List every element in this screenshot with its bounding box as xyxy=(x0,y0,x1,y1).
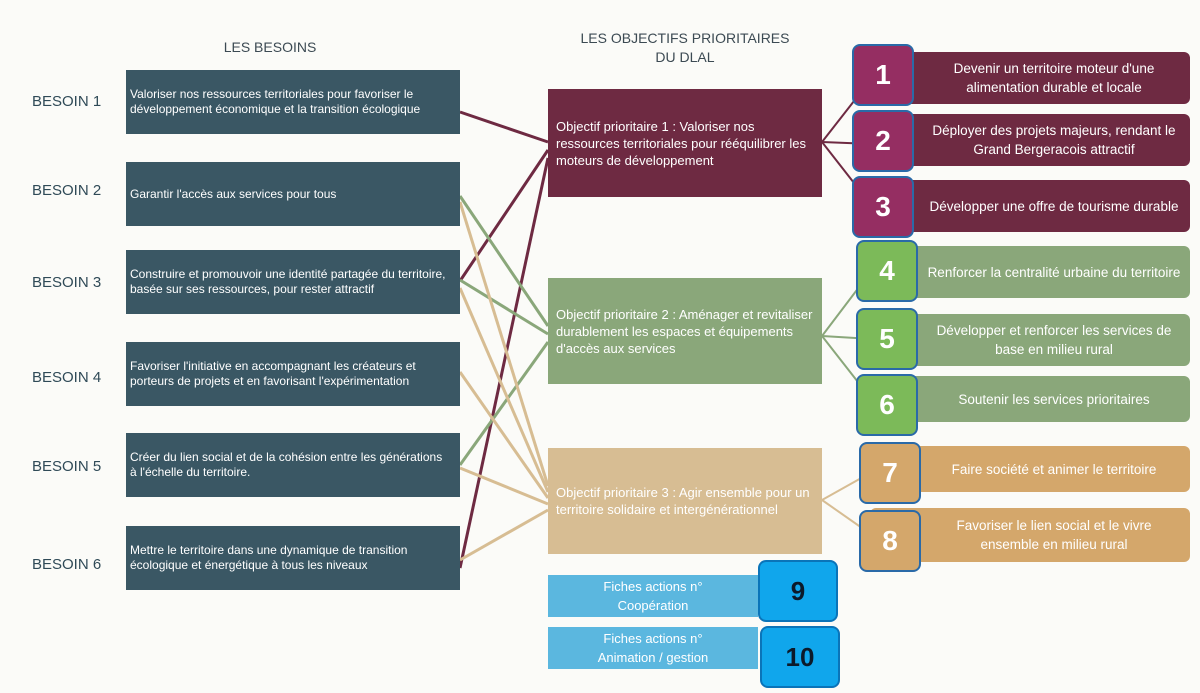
number-badge-6: 6 xyxy=(856,374,918,436)
besoin-label-1: BESOIN 1 xyxy=(32,93,102,110)
number-badge-5: 5 xyxy=(856,308,918,370)
action-box-3: Développer une offre de tourisme durable xyxy=(870,180,1190,232)
needs-header: LES BESOINS xyxy=(223,39,317,55)
fiche-box-10: Fiches actions n° Animation / gestion xyxy=(548,627,758,669)
objective-box-2: Objectif prioritaire 2 : Aménager et rev… xyxy=(548,278,822,384)
fiche-9-line1: Fiches actions n° xyxy=(603,579,703,594)
link-besoin4-objectif3 xyxy=(458,371,550,499)
action-box-5: Développer et renforcer les services de … xyxy=(870,314,1190,366)
fiche-9-line2: Coopération xyxy=(617,598,689,613)
fiche-box-9: Fiches actions n° Coopération xyxy=(548,575,758,617)
link-besoin2-objectif3 xyxy=(458,201,550,487)
besoin-text-6: Mettre le territoire dans une dynamique … xyxy=(130,543,408,572)
link-besoin5-objectif2 xyxy=(458,341,550,466)
besoin-text-1: Valoriser nos ressources territoriales p… xyxy=(130,87,421,116)
besoin-box-2: Garantir l'accès aux services pour tous xyxy=(126,162,460,226)
link-besoin5-objectif3 xyxy=(459,466,549,506)
besoin-box-4: Favoriser l'initiative en accompagnant l… xyxy=(126,342,460,406)
number-badge-7: 7 xyxy=(859,442,921,504)
link-besoin6-objectif3 xyxy=(459,508,549,562)
objective-box-1: Objectif prioritaire 1 : Valoriser nos r… xyxy=(548,89,822,197)
objective-box-3: Objectif prioritaire 3 : Agir ensemble p… xyxy=(548,448,822,554)
number-badge-1: 1 xyxy=(852,44,914,106)
number-badge-4: 4 xyxy=(856,240,918,302)
action-text-7: Faire société et animer le territoire xyxy=(951,461,1157,477)
action-box-4: Renforcer la centralité urbaine du terri… xyxy=(870,246,1190,298)
besoin-text-4: Favoriser l'initiative en accompagnant l… xyxy=(130,359,416,388)
link-besoin3-objectif3 xyxy=(458,287,550,493)
link-besoin3-objectif2 xyxy=(459,278,549,336)
link-besoin6-objectif1 xyxy=(458,157,550,569)
objective-text-1: Objectif prioritaire 1 : Valoriser nos r… xyxy=(556,118,806,168)
number-badge-3: 3 xyxy=(852,176,914,238)
link-besoin3-objectif1 xyxy=(458,149,550,282)
besoin-box-5: Créer du lien social et de la cohésion e… xyxy=(126,433,460,497)
action-box-1: Devenir un territoire moteur d'une alime… xyxy=(870,52,1190,104)
action-box-8: Favoriser le lien social et le vivre ens… xyxy=(870,508,1190,562)
besoin-label-2: BESOIN 2 xyxy=(32,182,102,199)
besoin-label-3: BESOIN 3 xyxy=(32,274,102,291)
besoin-text-5: Créer du lien social et de la cohésion e… xyxy=(130,450,443,479)
action-text-8: Favoriser le lien social et le vivre ens… xyxy=(956,518,1152,552)
fiche-number-10: 10 xyxy=(760,626,840,688)
besoin-box-1: Valoriser nos ressources territoriales p… xyxy=(126,70,460,134)
action-box-7: Faire société et animer le territoire xyxy=(870,446,1190,492)
link-besoin2-objectif2 xyxy=(458,195,550,327)
besoin-text-3: Construire et promouvoir une identité pa… xyxy=(130,267,446,296)
besoin-box-3: Construire et promouvoir une identité pa… xyxy=(126,250,460,314)
besoin-box-6: Mettre le territoire dans une dynamique … xyxy=(126,526,460,590)
link-besoin1-objectif1 xyxy=(459,110,549,144)
besoin-text-2: Garantir l'accès aux services pour tous xyxy=(130,186,337,201)
fiche-10-line1: Fiches actions n° xyxy=(603,631,703,646)
besoin-label-4: BESOIN 4 xyxy=(32,369,102,386)
besoin-label-5: BESOIN 5 xyxy=(32,458,102,475)
action-text-2: Déployer des projets majeurs, rendant le… xyxy=(932,123,1176,157)
action-text-6: Soutenir les services prioritaires xyxy=(958,391,1150,407)
objective-text-2: Objectif prioritaire 2 : Aménager et rev… xyxy=(556,306,813,356)
objectives-header-line2: DU DLAL xyxy=(655,49,715,65)
action-text-3: Développer une offre de tourisme durable xyxy=(929,198,1179,214)
action-text-5: Développer et renforcer les services de … xyxy=(936,323,1172,357)
action-text-4: Renforcer la centralité urbaine du terri… xyxy=(927,264,1181,280)
objectives-header-line1: LES OBJECTIFS PRIORITAIRES xyxy=(580,30,790,46)
fiche-number-9: 9 xyxy=(758,560,838,622)
objective-text-3: Objectif prioritaire 3 : Agir ensemble p… xyxy=(556,485,810,517)
fiche-10-line2: Animation / gestion xyxy=(597,650,709,665)
action-box-2: Déployer des projets majeurs, rendant le… xyxy=(870,114,1190,166)
objectives-header: LES OBJECTIFS PRIORITAIRES DU DLAL xyxy=(560,29,810,67)
number-badge-2: 2 xyxy=(852,110,914,172)
number-badge-8: 8 xyxy=(859,510,921,572)
besoin-label-6: BESOIN 6 xyxy=(32,556,102,573)
action-text-1: Devenir un territoire moteur d'une alime… xyxy=(953,61,1155,95)
action-box-6: Soutenir les services prioritaires xyxy=(870,376,1190,422)
